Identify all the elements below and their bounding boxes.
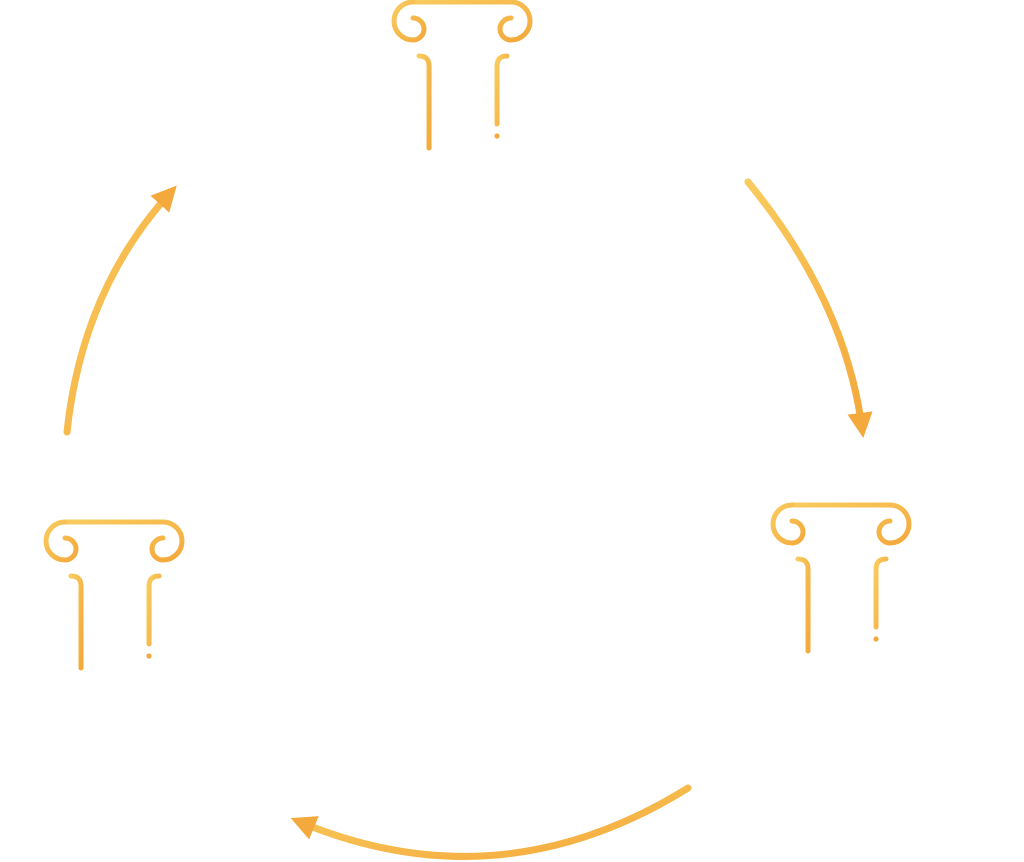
column-node-top: [394, 2, 530, 148]
column-node-left: [46, 522, 182, 668]
arrow-right-to-left: [290, 784, 692, 860]
arrow-top-to-right: [744, 178, 873, 438]
arrow-left-to-top: [63, 185, 177, 436]
ionic-column-icon: [46, 522, 182, 668]
column-node-right: [773, 505, 909, 651]
ionic-column-icon: [773, 505, 909, 651]
ionic-column-icon: [394, 2, 530, 148]
